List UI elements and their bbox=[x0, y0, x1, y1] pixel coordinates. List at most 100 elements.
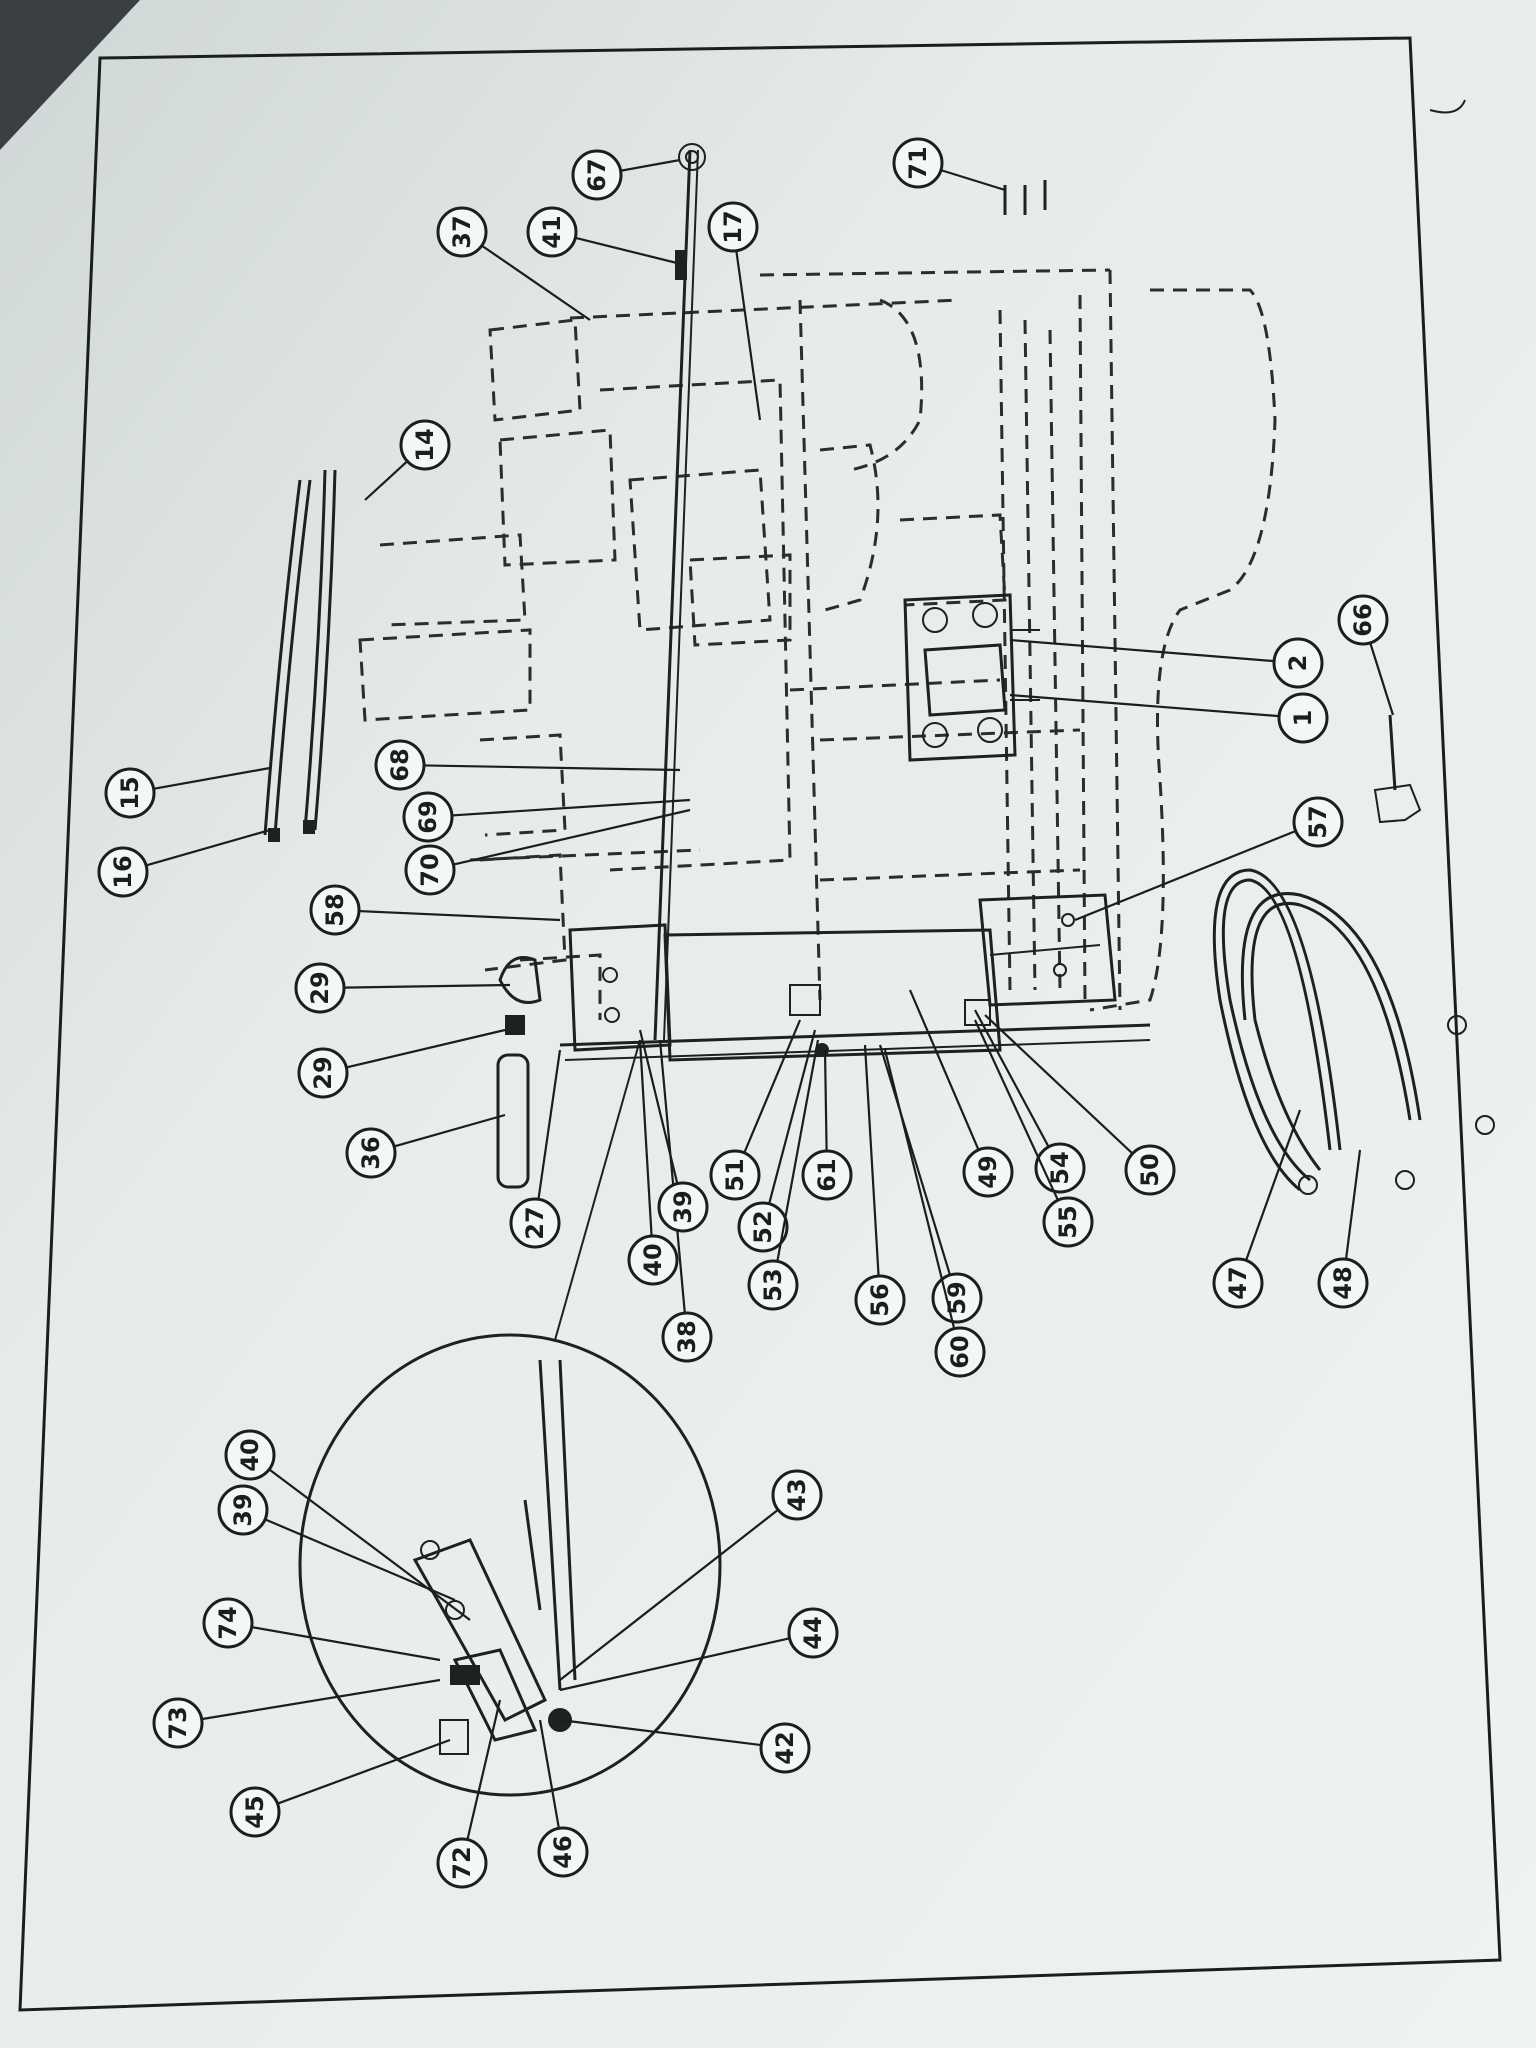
callout-circle bbox=[436, 206, 488, 258]
callout-circle bbox=[771, 1469, 823, 1521]
callout-number: 43 bbox=[783, 1478, 811, 1511]
callout-circle bbox=[854, 1274, 906, 1326]
callout-number: 16 bbox=[109, 855, 137, 888]
callout-c39b: 39 bbox=[217, 1484, 456, 1602]
callout-c74: 74 bbox=[202, 1597, 441, 1662]
leader-line bbox=[620, 158, 681, 172]
callout-c16: 16 bbox=[97, 828, 271, 898]
leader-line bbox=[575, 236, 686, 267]
callout-circle bbox=[537, 1826, 589, 1878]
mounting-bracket bbox=[903, 593, 1040, 762]
callout-c38: 38 bbox=[658, 1039, 713, 1363]
callout-c55: 55 bbox=[974, 1019, 1094, 1248]
callout-number: 27 bbox=[521, 1206, 549, 1239]
callout-number: 42 bbox=[771, 1731, 799, 1764]
callout-c1: 1 bbox=[1009, 692, 1329, 744]
callout-c29a: 29 bbox=[294, 962, 511, 1014]
callout-circle bbox=[309, 884, 361, 936]
callout-c40a: 40 bbox=[627, 1039, 679, 1286]
leader-line bbox=[264, 1518, 456, 1602]
callout-circle bbox=[1317, 1257, 1369, 1309]
callout-c69: 69 bbox=[402, 791, 691, 843]
leader-line bbox=[883, 1049, 956, 1329]
leader-line bbox=[1074, 829, 1297, 922]
callout-number: 47 bbox=[1224, 1266, 1252, 1299]
leader-line bbox=[481, 244, 591, 321]
callout-c73: 73 bbox=[152, 1678, 441, 1749]
leader-line bbox=[537, 1049, 562, 1200]
leader-line bbox=[974, 1009, 1050, 1148]
leader-line bbox=[559, 1718, 762, 1747]
leader-line bbox=[735, 250, 762, 421]
leader-line bbox=[638, 1039, 653, 1237]
callout-c53: 53 bbox=[747, 1039, 820, 1311]
callout-circle bbox=[104, 767, 156, 819]
callout-circle bbox=[1292, 796, 1344, 848]
callout-circle bbox=[759, 1722, 811, 1774]
callout-layer: 1214151617272929363738394039404142434445… bbox=[97, 137, 1395, 1889]
callout-circle bbox=[229, 1786, 281, 1838]
callout-circle bbox=[294, 962, 346, 1014]
leader-line bbox=[393, 1113, 506, 1148]
callout-c49: 49 bbox=[908, 989, 1014, 1198]
callout-circle bbox=[404, 844, 456, 896]
callout-number: 38 bbox=[673, 1320, 701, 1353]
callout-circle bbox=[402, 791, 454, 843]
callout-c67: 67 bbox=[571, 149, 681, 201]
callout-circle bbox=[801, 1149, 853, 1201]
callout-c60: 60 bbox=[883, 1049, 986, 1378]
leader-line bbox=[1344, 1149, 1362, 1260]
callout-circle bbox=[707, 201, 759, 253]
leader-line bbox=[878, 1044, 952, 1276]
callout-number: 60 bbox=[946, 1335, 974, 1368]
leader-line bbox=[277, 1738, 451, 1805]
callout-c46: 46 bbox=[537, 1719, 589, 1878]
callout-circle bbox=[202, 1597, 254, 1649]
callout-number: 74 bbox=[214, 1606, 242, 1639]
callout-c71: 71 bbox=[892, 137, 1006, 192]
callout-number: 66 bbox=[1349, 603, 1377, 636]
callout-circle bbox=[436, 1837, 488, 1889]
callout-c52: 52 bbox=[737, 1029, 817, 1253]
callout-circle bbox=[1277, 692, 1329, 744]
callout-number: 52 bbox=[749, 1210, 777, 1243]
upper-hose-pair bbox=[263, 469, 337, 842]
leader-line bbox=[145, 828, 271, 867]
leader-line bbox=[863, 1044, 880, 1277]
leader-line bbox=[559, 1637, 790, 1692]
leader-line bbox=[364, 460, 409, 501]
callout-number: 40 bbox=[236, 1438, 264, 1471]
callout-circle bbox=[737, 1201, 789, 1253]
callout-circle bbox=[934, 1326, 986, 1378]
leader-line bbox=[974, 1019, 1059, 1201]
leader-line bbox=[940, 169, 1006, 192]
leader-line bbox=[823, 1049, 828, 1152]
callout-number: 29 bbox=[306, 971, 334, 1004]
callout-c68: 68 bbox=[374, 739, 681, 791]
callout-number: 48 bbox=[1329, 1266, 1357, 1299]
callout-circle bbox=[627, 1234, 679, 1286]
callout-circle bbox=[747, 1259, 799, 1311]
leader-line bbox=[638, 1029, 679, 1184]
callout-c2: 2 bbox=[1009, 637, 1324, 689]
callout-number: 29 bbox=[309, 1056, 337, 1089]
leader-line bbox=[268, 1468, 471, 1621]
callout-number: 14 bbox=[411, 428, 439, 461]
callout-circle bbox=[152, 1697, 204, 1749]
drain-valve bbox=[1373, 714, 1422, 824]
callout-number: 45 bbox=[241, 1795, 269, 1828]
detail-view bbox=[298, 1039, 722, 1797]
callout-circle bbox=[97, 846, 149, 898]
callout-c29b: 29 bbox=[297, 1028, 506, 1099]
leader-line bbox=[346, 1028, 506, 1069]
callout-c59: 59 bbox=[878, 1044, 983, 1324]
callout-circle bbox=[661, 1311, 713, 1363]
callout-c44: 44 bbox=[559, 1607, 839, 1692]
leader-line bbox=[251, 1626, 441, 1662]
callout-number: 72 bbox=[448, 1846, 476, 1879]
leader-line bbox=[984, 1014, 1134, 1155]
callout-c14: 14 bbox=[364, 419, 451, 501]
callout-circle bbox=[345, 1127, 397, 1179]
callout-circle bbox=[787, 1607, 839, 1659]
